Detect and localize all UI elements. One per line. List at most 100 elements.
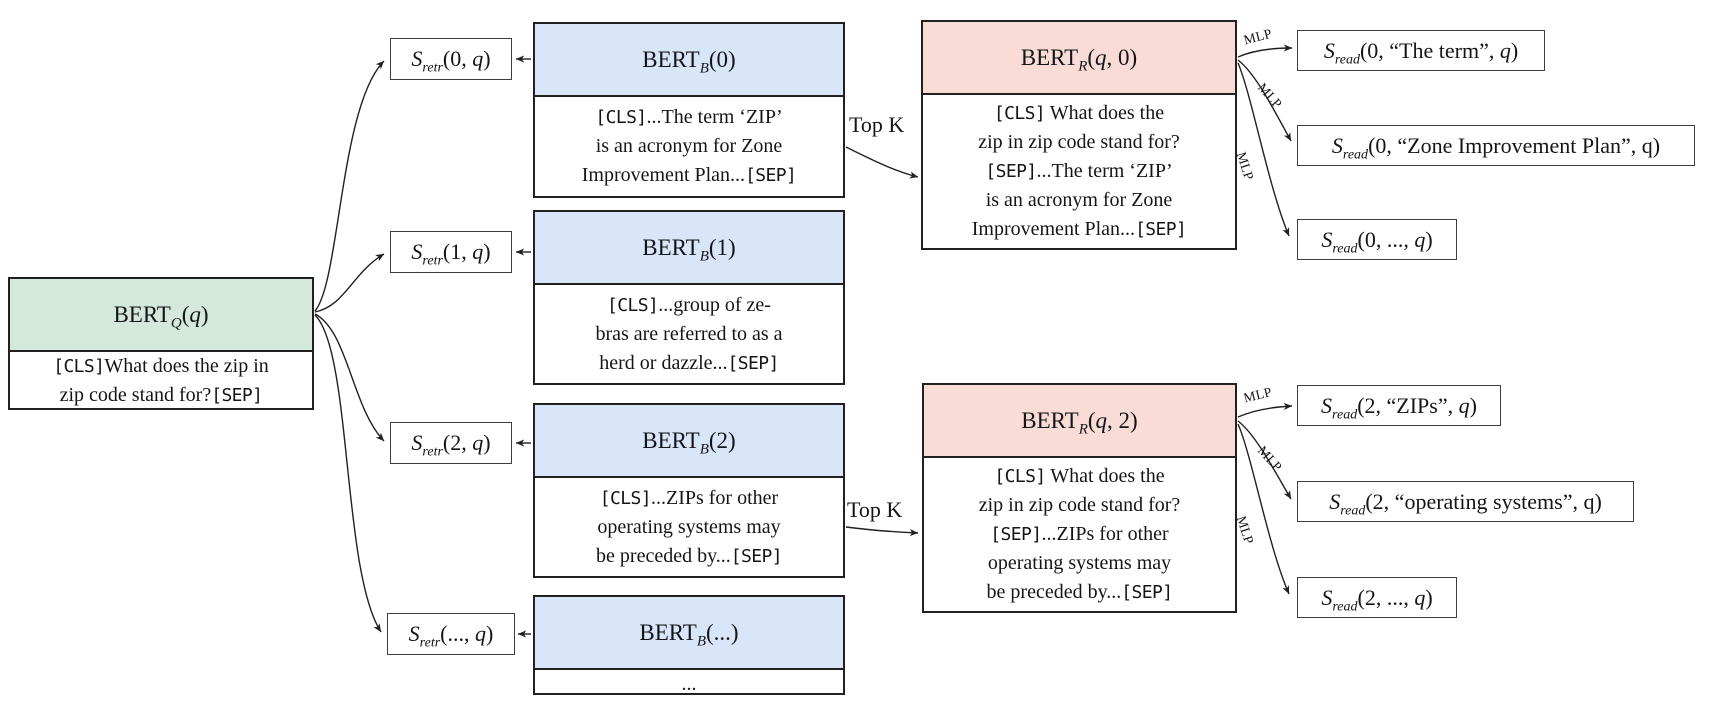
block-encoder-box-2: BERTB(2) [CLS]...ZIPs for other operatin…	[533, 403, 845, 578]
math-args: (0)	[708, 46, 736, 72]
read-score-box-0-zone-improvement-plan: Sread(0, “Zone Improvement Plan”, q)	[1297, 125, 1695, 166]
passage-text: ...The term ‘ZIP’ is an acronym for Zone…	[581, 106, 783, 186]
math-args: )	[483, 239, 491, 264]
block-encoder-header: BERTB(1)	[535, 212, 843, 285]
math-base: S	[1321, 226, 1333, 252]
math-args: (0, “The term”,	[1359, 37, 1500, 63]
math-var: q	[1458, 392, 1470, 418]
passage-text: ...ZIPs for other operating systems may …	[986, 523, 1172, 603]
math-args: (2)	[708, 427, 736, 453]
math-base: S	[411, 239, 423, 264]
cls-token: [CLS]	[595, 107, 647, 128]
math-args: (	[181, 301, 190, 327]
math-var: q	[472, 46, 484, 71]
math-args: (2, “ZIPs”,	[1357, 392, 1459, 418]
math-sub: B	[699, 60, 709, 77]
block-encoder-title: BERTB(2)	[642, 427, 736, 458]
math-args: (0, “Zone Improvement Plan”, q)	[1368, 132, 1661, 158]
math-sub: B	[699, 248, 709, 265]
sep-token: [SEP]	[1121, 582, 1173, 603]
question-text: What does the zip in zip code stand for?	[59, 355, 269, 406]
sep-token: [SEP]	[730, 545, 783, 567]
question-text: What does the zip in zip code stand for?	[978, 465, 1181, 516]
cls-token: [CLS]	[599, 487, 652, 509]
math-pre: BERT	[1021, 407, 1079, 433]
reader-box-q0: BERTR(q, 0) [CLS] What does the zip in z…	[921, 20, 1237, 250]
math-args: , 0)	[1106, 44, 1138, 70]
math-sub: B	[699, 441, 709, 458]
block-encoder-title: BERTB(...)	[639, 619, 739, 650]
math-args: (2, “operating systems”, q)	[1365, 488, 1602, 514]
math-sub: read	[1334, 51, 1360, 67]
sep-token: [SEP]	[990, 524, 1042, 545]
math-args: )	[1469, 392, 1477, 418]
retr-score-box-0: Sretr(0, q)	[390, 38, 512, 80]
query-encoder-body: [CLS]What does the zip in zip code stand…	[10, 352, 312, 410]
math-var: q	[1095, 44, 1107, 70]
math-args: (2,	[442, 430, 473, 455]
math-var: q	[189, 301, 201, 327]
mlp-label-0b: MLP	[1254, 80, 1286, 112]
reader-box-q2: BERTR(q, 2) [CLS] What does the zip in z…	[922, 383, 1237, 613]
math-sub: retr	[419, 635, 441, 651]
passage-text: ...group of ze- bras are referred to as …	[595, 293, 783, 374]
reader-header: BERTR(q, 0)	[923, 22, 1235, 95]
cls-token: [CLS]	[994, 466, 1046, 487]
sep-token: [SEP]	[745, 165, 797, 186]
math-pre: BERT	[639, 619, 697, 645]
math-args: )	[483, 430, 491, 455]
query-encoder-header: BERTQ(q)	[10, 279, 312, 352]
math-sub: retr	[422, 60, 443, 76]
math-sub: retr	[422, 444, 443, 460]
math-sub: Q	[170, 315, 182, 332]
math-args: )	[200, 301, 209, 327]
mlp-label-2b: MLP	[1254, 443, 1286, 475]
math-var: q	[1095, 407, 1108, 433]
math-base: S	[1329, 488, 1341, 514]
mlp-label-0a: MLP	[1242, 25, 1274, 48]
passage-text: ...ZIPs for other operating systems may …	[596, 486, 781, 567]
math-base: S	[1321, 584, 1333, 610]
read-score-box-2-ellipsis: Sread(2, ..., q)	[1297, 577, 1457, 618]
block-encoder-header: BERTB(0)	[535, 24, 843, 97]
retr-score-box-ellipsis: Sretr(..., q)	[387, 613, 515, 655]
math-sub: read	[1340, 502, 1366, 518]
math-base: S	[1331, 132, 1343, 158]
math-args: (...)	[706, 619, 739, 645]
math-var: q	[1414, 226, 1426, 252]
math-args: (	[1087, 44, 1096, 70]
math-args: )	[483, 46, 491, 71]
reader-title: BERTR(q, 0)	[1020, 44, 1138, 74]
math-sub: read	[1332, 240, 1358, 256]
block-encoder-body: [CLS]...The term ‘ZIP’ is an acronym for…	[535, 97, 843, 196]
math-sub: R	[1078, 421, 1088, 438]
math-args: )	[1425, 584, 1433, 610]
reader-header: BERTR(q, 2)	[924, 385, 1235, 458]
reader-body: [CLS] What does the zip in zip code stan…	[924, 458, 1235, 611]
block-encoder-body: [CLS]...ZIPs for other operating systems…	[535, 478, 843, 576]
math-base: S	[411, 46, 423, 71]
math-pre: BERT	[1020, 44, 1079, 70]
math-sub: read	[1342, 146, 1369, 162]
cls-token: [CLS]	[993, 103, 1046, 124]
topk-label-2: Top K	[847, 497, 903, 522]
math-args: (1)	[708, 234, 736, 260]
block-encoder-body: ...	[535, 670, 843, 699]
read-score-box-2-operating-systems: Sread(2, “operating systems”, q)	[1297, 481, 1634, 522]
math-args: )	[485, 621, 494, 646]
query-encoder-title: BERTQ(q)	[113, 301, 209, 332]
cls-token: [CLS]	[53, 356, 105, 377]
math-var: q	[472, 430, 484, 455]
sep-token: [SEP]	[985, 161, 1037, 182]
reader-body: [CLS] What does the zip in zip code stan…	[923, 95, 1235, 248]
math-pre: BERT	[113, 301, 171, 327]
math-args: (2, ...,	[1357, 584, 1415, 610]
sep-token: [SEP]	[211, 385, 263, 406]
math-sub: B	[696, 633, 706, 650]
query-encoder-box: BERTQ(q) [CLS]What does the zip in zip c…	[8, 277, 314, 410]
math-var: q	[474, 621, 486, 646]
block-encoder-body: [CLS]...group of ze- bras are referred t…	[535, 285, 843, 383]
math-base: S	[1323, 37, 1335, 63]
read-score-box-0-the-term: Sread(0, “The term”, q)	[1297, 30, 1545, 71]
